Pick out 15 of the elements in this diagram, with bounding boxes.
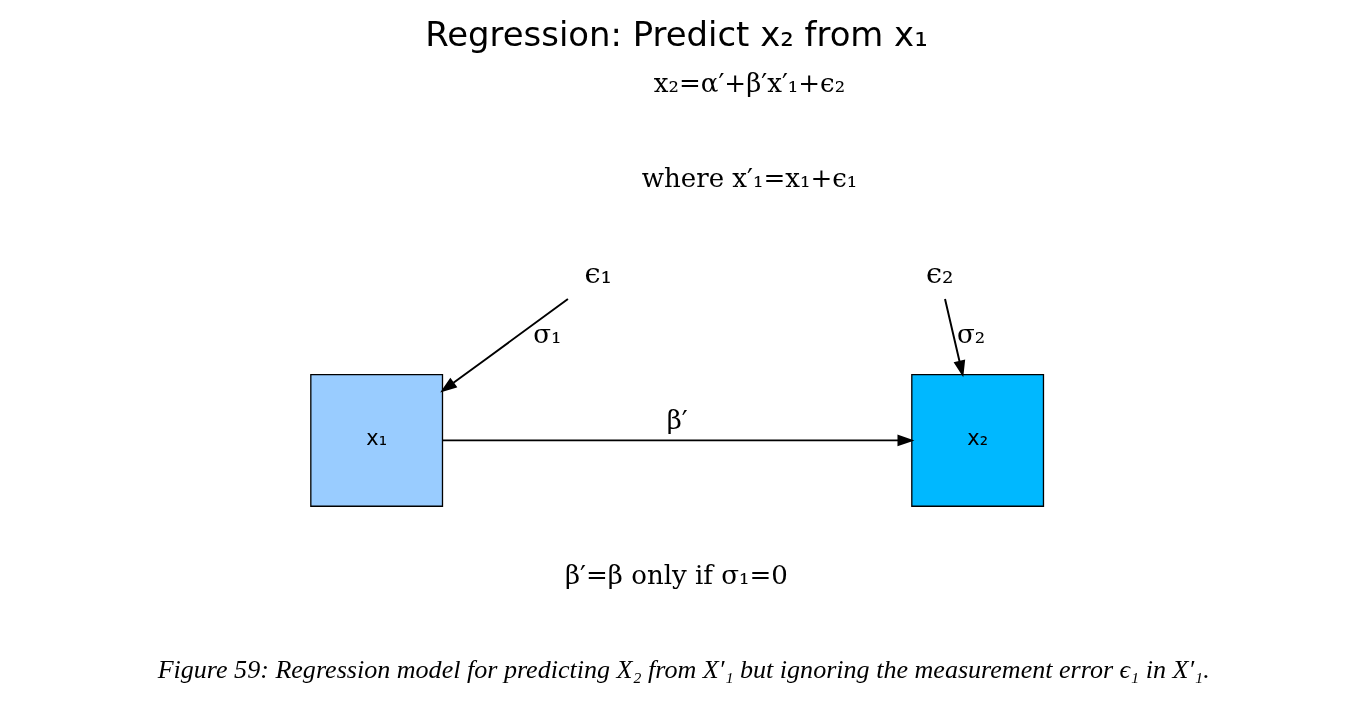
arrow xyxy=(440,298,569,393)
label: where x′₁=x₁+ϵ₁ xyxy=(641,162,858,193)
edge-label: σ₂ xyxy=(957,319,986,350)
edge-label: β′ xyxy=(666,404,688,435)
node-text: ϵ₁ xyxy=(584,255,613,290)
caption: Figure 59: Regression model for predicting X₂ from X′₁ but ignoring the measurement error ϵ₁ in X′₁. xyxy=(157,655,1210,685)
node-text: ϵ₂ xyxy=(926,255,954,290)
node-box: x₂ xyxy=(911,373,1045,507)
diagram-title: Regression: Predict x₂ from x₁ xyxy=(425,14,928,54)
edge-label: σ₁ xyxy=(533,319,562,350)
label: β′=β only if σ₁=0 xyxy=(565,560,788,591)
arrow xyxy=(944,298,966,378)
label: x₂=α′+β′x′₁+ϵ₂ xyxy=(653,67,846,98)
node-box: x₁ xyxy=(310,373,444,507)
arrow xyxy=(441,434,915,447)
